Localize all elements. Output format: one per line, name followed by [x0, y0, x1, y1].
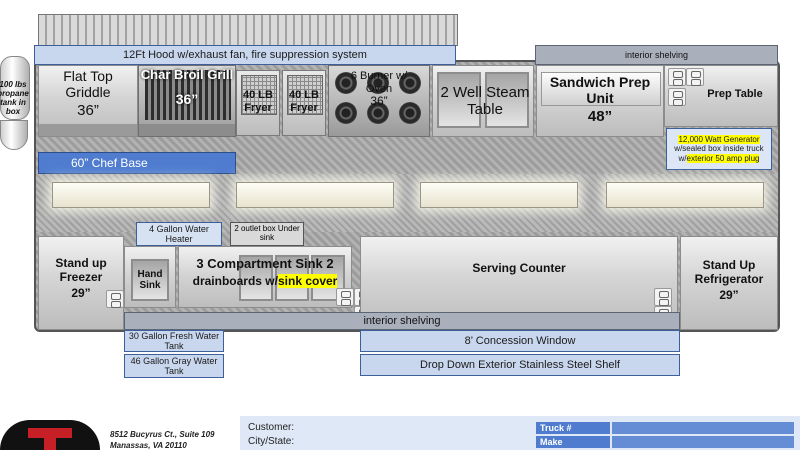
grill-size: 36”	[175, 90, 199, 107]
outlet-icon	[686, 68, 704, 86]
burner-icon	[367, 72, 389, 94]
steam-table: 2 Well Steam Table	[432, 65, 534, 137]
burner-icon	[367, 102, 389, 124]
oven-size: 36”	[370, 94, 388, 109]
water-heater-note: 4 Gallon Water Heater	[136, 222, 222, 246]
fryer-2-label: 40 LB Fryer	[289, 89, 319, 114]
outlet-icon	[106, 290, 124, 308]
outlet-icon	[654, 288, 672, 306]
outlet-icon	[336, 288, 354, 306]
burner-icon	[335, 102, 357, 124]
sink-line2-pre: drainboards w/	[192, 273, 278, 288]
sandwich-prep-name: Sandwich Prep Unit	[549, 74, 651, 107]
burner-icon	[399, 72, 421, 94]
stand-up-refrigerator: Stand Up Refrigerator 29”	[680, 236, 778, 330]
address-line1: 8512 Bucyrus Ct., Suite 109	[110, 430, 215, 439]
steam-table-label: 2 Well Steam Table	[440, 83, 530, 118]
outlet-box-note: 2 outlet box Under sink	[230, 222, 304, 246]
propane-label: 100 lbs propane tank in box	[0, 79, 29, 117]
burner-icon	[335, 72, 357, 94]
outlet-icon	[668, 88, 686, 106]
refrigerator-name: Stand Up Refrigerator	[694, 258, 764, 286]
footer: 8512 Bucyrus Ct., Suite 109 Manassas, VA…	[0, 414, 800, 450]
freezer-name: Stand up Freezer	[55, 256, 107, 284]
hand-sink-label: Hand Sink	[137, 268, 163, 292]
fryer-2: 40 LB Fryer	[282, 70, 326, 136]
generator-note: 12,000 Watt Generator w/sealed box insid…	[666, 128, 772, 170]
generator-line2: w/sealed box inside truck	[674, 144, 764, 154]
make-field[interactable]	[612, 436, 794, 448]
concession-window: 8’ Concession Window	[360, 330, 680, 352]
generator-line3-pre: w/	[678, 153, 687, 163]
customer-label: Customer:	[248, 422, 295, 433]
ceiling-light	[606, 182, 764, 208]
truck-number-field[interactable]	[612, 422, 794, 434]
serving-counter-label: Serving Counter	[472, 261, 566, 276]
address-line2: Manassas, VA 20110	[110, 441, 187, 450]
fryer-1-label: 40 LB Fryer	[243, 89, 273, 114]
ceiling-light	[52, 182, 210, 208]
propane-tank	[0, 56, 30, 120]
refrigerator-size: 29”	[719, 287, 739, 302]
freezer-size: 29”	[71, 285, 91, 300]
three-compartment-sink: 3 Compartment Sink 2 drainboards w/sink …	[178, 246, 352, 308]
griddle-name: Flat Top Griddle	[63, 68, 113, 101]
sink-line2-hl: sink cover	[277, 273, 338, 288]
ceiling-light	[420, 182, 578, 208]
chef-base: 60” Chef Base	[38, 152, 236, 174]
interior-shelving-top: interior shelving	[535, 45, 778, 65]
interior-shelving-bottom: interior shelving	[124, 312, 680, 330]
outlet-icon	[668, 68, 686, 86]
generator-line3-hl: exterior 50 amp plug	[686, 153, 760, 163]
sandwich-prep-size: 48”	[587, 108, 613, 126]
stand-up-freezer: Stand up Freezer 29”	[38, 236, 124, 330]
flat-top-griddle: Flat Top Griddle 36”	[38, 65, 138, 137]
city-state-label: City/State:	[248, 436, 295, 447]
sink-line1: 3 Compartment Sink 2	[196, 256, 334, 271]
fryer-1: 40 LB Fryer	[236, 70, 280, 136]
generator-line1: 12,000 Watt Generator	[678, 134, 760, 145]
oven-name: 6 Burner w/ Oven	[350, 70, 408, 95]
griddle-front	[39, 124, 137, 136]
drop-down-shelf: Drop Down Exterior Stainless Steel Shelf	[360, 354, 680, 376]
fresh-water-tank: 30 Gallon Fresh Water Tank	[124, 330, 224, 352]
truck-number-label: Truck #	[536, 422, 610, 434]
char-broil-grill: Char Broil Grill 36”	[138, 65, 236, 137]
hand-sink: Hand Sink	[124, 246, 176, 308]
six-burner-oven: 6 Burner w/ Oven 36”	[328, 65, 430, 137]
sandwich-prep-unit: Sandwich Prep Unit 48”	[536, 65, 664, 137]
grill-name: Char Broil Grill	[140, 67, 234, 82]
propane-base	[0, 120, 28, 150]
gray-water-tank: 46 Gallon Gray Water Tank	[124, 354, 224, 378]
hood-label: 12Ft Hood w/exhaust fan, fire suppressio…	[34, 45, 456, 65]
company-logo	[0, 420, 100, 450]
exhaust-hood	[38, 14, 458, 46]
burner-icon	[399, 102, 421, 124]
prep-table-label: Prep Table	[707, 87, 763, 100]
ceiling-light	[236, 182, 394, 208]
make-label: Make	[536, 436, 610, 448]
griddle-size: 36”	[77, 102, 99, 120]
